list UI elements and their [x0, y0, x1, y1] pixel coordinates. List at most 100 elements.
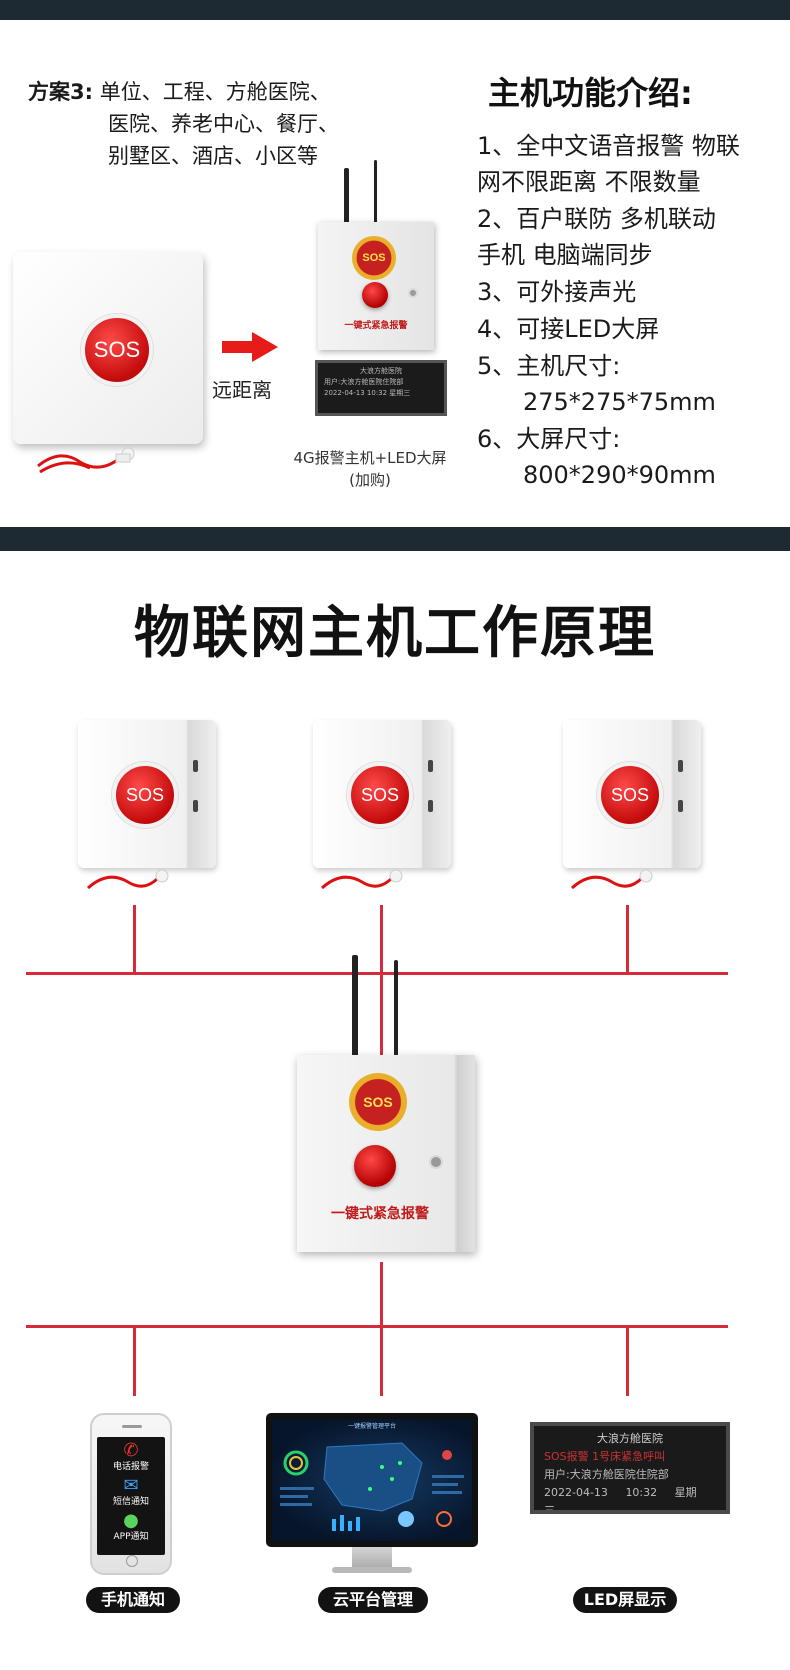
- sos-device: SOS: [563, 720, 701, 868]
- sos-button: SOS: [597, 762, 663, 828]
- feature-line: 手机 电脑端同步: [477, 241, 653, 269]
- connector-line: [626, 1328, 629, 1396]
- feature-line: 275*275*75mm: [523, 388, 716, 416]
- sos-button: SOS: [81, 314, 153, 386]
- port-icon: [193, 760, 198, 772]
- phone-screen: ✆ 电话报警 ✉ 短信通知 ● APP通知: [97, 1437, 165, 1555]
- led-screen-small: 大浪方舱医院 用户:大浪方舱医院住院部 2022-04-13 10:32 星期三: [315, 360, 447, 416]
- host-caption-line: 4G报警主机+LED大屏: [293, 449, 447, 467]
- feature-line: 5、主机尺寸:: [477, 352, 621, 380]
- sos-button: SOS: [112, 762, 178, 828]
- host-label: 一键式紧急报警: [331, 1206, 429, 1222]
- led-name: 大浪方舱医院: [597, 1432, 663, 1445]
- scheme-line-2: 医院、养老中心、餐厅、: [108, 112, 339, 136]
- pull-cord-icon: [37, 447, 135, 474]
- monitor-base: [332, 1567, 412, 1573]
- antenna-icon: [394, 960, 398, 1056]
- divider-band: [0, 527, 790, 551]
- scheme-line-3: 别墅区、酒店、小区等: [108, 144, 318, 168]
- dashboard-graphics: [280, 1442, 464, 1531]
- scheme-description: 方案3: 单位、工程、方舱医院、 医院、养老中心、餐厅、 别墅区、酒店、小区等: [28, 76, 339, 172]
- home-button-icon: [126, 1555, 138, 1567]
- features-title: 主机功能介绍:: [488, 74, 693, 112]
- bus-line: [26, 1325, 728, 1328]
- feature-item: 1、全中文语音报警 物联 网不限距离 不限数量: [477, 128, 787, 200]
- pull-cord-icon: [86, 869, 169, 890]
- host-caption: 4G报警主机+LED大屏 (加购): [280, 447, 460, 491]
- wechat-icon: ●: [123, 1510, 139, 1531]
- sms-label: 短信通知: [112, 1497, 149, 1507]
- key-lock-icon: [408, 288, 418, 298]
- feature-item: 2、百户联防 多机联动 手机 电脑端同步: [477, 201, 787, 273]
- feature-line: 800*290*90mm: [523, 461, 716, 489]
- feature-line: 4、可接LED大屏: [477, 315, 660, 343]
- bus-line: [26, 972, 728, 975]
- led-line: 2022-04-13 10:32 星期三: [324, 389, 411, 397]
- alarm-host-large: SOS 一键式紧急报警: [297, 1055, 475, 1252]
- monitor-stand: [352, 1547, 392, 1569]
- cloud-platform-label: 云平台管理: [318, 1587, 428, 1613]
- port-icon: [193, 800, 198, 812]
- antenna-icon: [374, 160, 377, 224]
- section-title: 物联网主机工作原理: [134, 601, 656, 666]
- feature-item: 6、大屏尺寸: 800*290*90mm: [477, 421, 787, 493]
- led-line: 用户:大浪方舱医院住院部: [324, 378, 404, 386]
- connector-line: [380, 1262, 383, 1326]
- antenna-icon: [344, 168, 349, 226]
- feature-line: 网不限距离 不限数量: [477, 168, 701, 196]
- led-time: 10:32: [625, 1486, 658, 1499]
- bell-sos-icon: SOS: [352, 236, 396, 280]
- distance-label: 远距离: [212, 378, 272, 402]
- antenna-icon: [352, 955, 358, 1057]
- feature-line: 2、百户联防 多机联动: [477, 205, 716, 233]
- alarm-knob-icon: [354, 1145, 396, 1187]
- port-icon: [428, 760, 433, 772]
- scheme-line-1: 单位、工程、方舱医院、: [99, 80, 331, 104]
- app-label: APP通知: [113, 1532, 149, 1542]
- sos-button-device: SOS: [13, 252, 203, 444]
- port-icon: [678, 760, 683, 772]
- host-label: 一键式紧急报警: [344, 321, 408, 331]
- led-alarm: SOS报警 1号床紧急呼叫: [544, 1450, 666, 1463]
- key-lock-icon: [429, 1155, 443, 1169]
- phone-call-label: 电话报警: [112, 1462, 149, 1472]
- host-caption-line: (加购): [349, 471, 391, 489]
- sos-device: SOS: [313, 720, 451, 868]
- envelope-icon: ✉: [123, 1475, 139, 1496]
- pull-cord-icon: [320, 869, 403, 890]
- dashboard-title: 一键报警管理平台: [347, 1423, 396, 1430]
- phone-notify-label: 手机通知: [86, 1587, 180, 1613]
- led-user: 用户:大浪方舱医院住院部: [544, 1468, 669, 1481]
- bell-sos-icon: SOS: [349, 1073, 407, 1131]
- led-weekday: 星期三: [544, 1486, 697, 1514]
- scheme-label: 方案3:: [28, 80, 94, 104]
- feature-line: 6、大屏尺寸:: [477, 425, 621, 453]
- top-band: [0, 0, 790, 20]
- feature-line: 3、可外接声光: [477, 278, 637, 306]
- led-screen: 大浪方舱医院 SOS报警 1号床紧急呼叫 用户:大浪方舱医院住院部 2022-0…: [530, 1422, 730, 1514]
- phone-call-icon: ✆: [123, 1440, 139, 1461]
- connector-line: [626, 905, 629, 973]
- feature-item: 4、可接LED大屏: [477, 311, 787, 347]
- port-icon: [428, 800, 433, 812]
- feature-line: 1、全中文语音报警 物联: [477, 132, 740, 160]
- feature-item: 3、可外接声光: [477, 274, 787, 310]
- led-display-label: LED屏显示: [573, 1587, 677, 1613]
- led-date: 2022-04-13: [544, 1486, 608, 1499]
- dashboard-screen: 一键报警管理平台: [272, 1419, 472, 1541]
- speaker-icon: [122, 1425, 142, 1428]
- arrow-right-icon: [222, 332, 278, 362]
- led-line: 大浪方舱医院: [360, 367, 402, 375]
- alarm-host: SOS 一键式紧急报警: [318, 222, 434, 350]
- feature-list: 1、全中文语音报警 物联 网不限距离 不限数量 2、百户联防 多机联动 手机 电…: [477, 128, 787, 494]
- led-datetime: 2022-04-13 10:32 星期三: [544, 1484, 716, 1514]
- pull-cord-icon: [570, 869, 653, 890]
- connector-line: [380, 975, 383, 1055]
- feature-item: 5、主机尺寸: 275*275*75mm: [477, 348, 787, 420]
- alarm-knob-icon: [362, 282, 388, 308]
- port-icon: [678, 800, 683, 812]
- connector-line: [380, 905, 383, 973]
- connector-line: [380, 1328, 383, 1396]
- sos-device: SOS: [78, 720, 216, 868]
- sos-button: SOS: [347, 762, 413, 828]
